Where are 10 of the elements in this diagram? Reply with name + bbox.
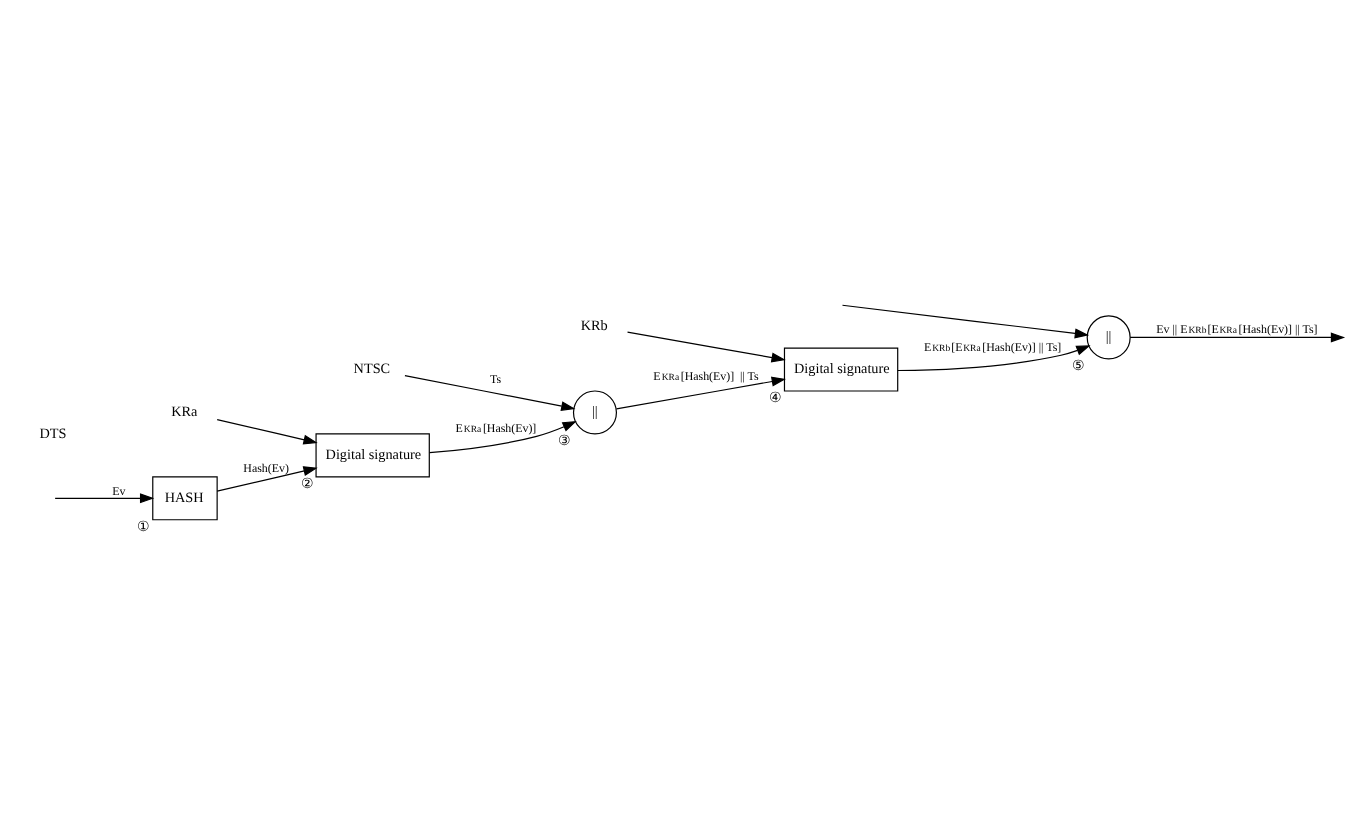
- arrow: [1129, 331, 1346, 342]
- arrow: [897, 344, 1091, 371]
- arrow: [216, 418, 318, 444]
- arrow: [615, 375, 786, 409]
- arrow: [841, 303, 1090, 338]
- arrow: [54, 492, 155, 503]
- arrow: [428, 420, 577, 453]
- arrow: [404, 374, 576, 411]
- arrow: [216, 465, 318, 491]
- arrow: [626, 330, 786, 362]
